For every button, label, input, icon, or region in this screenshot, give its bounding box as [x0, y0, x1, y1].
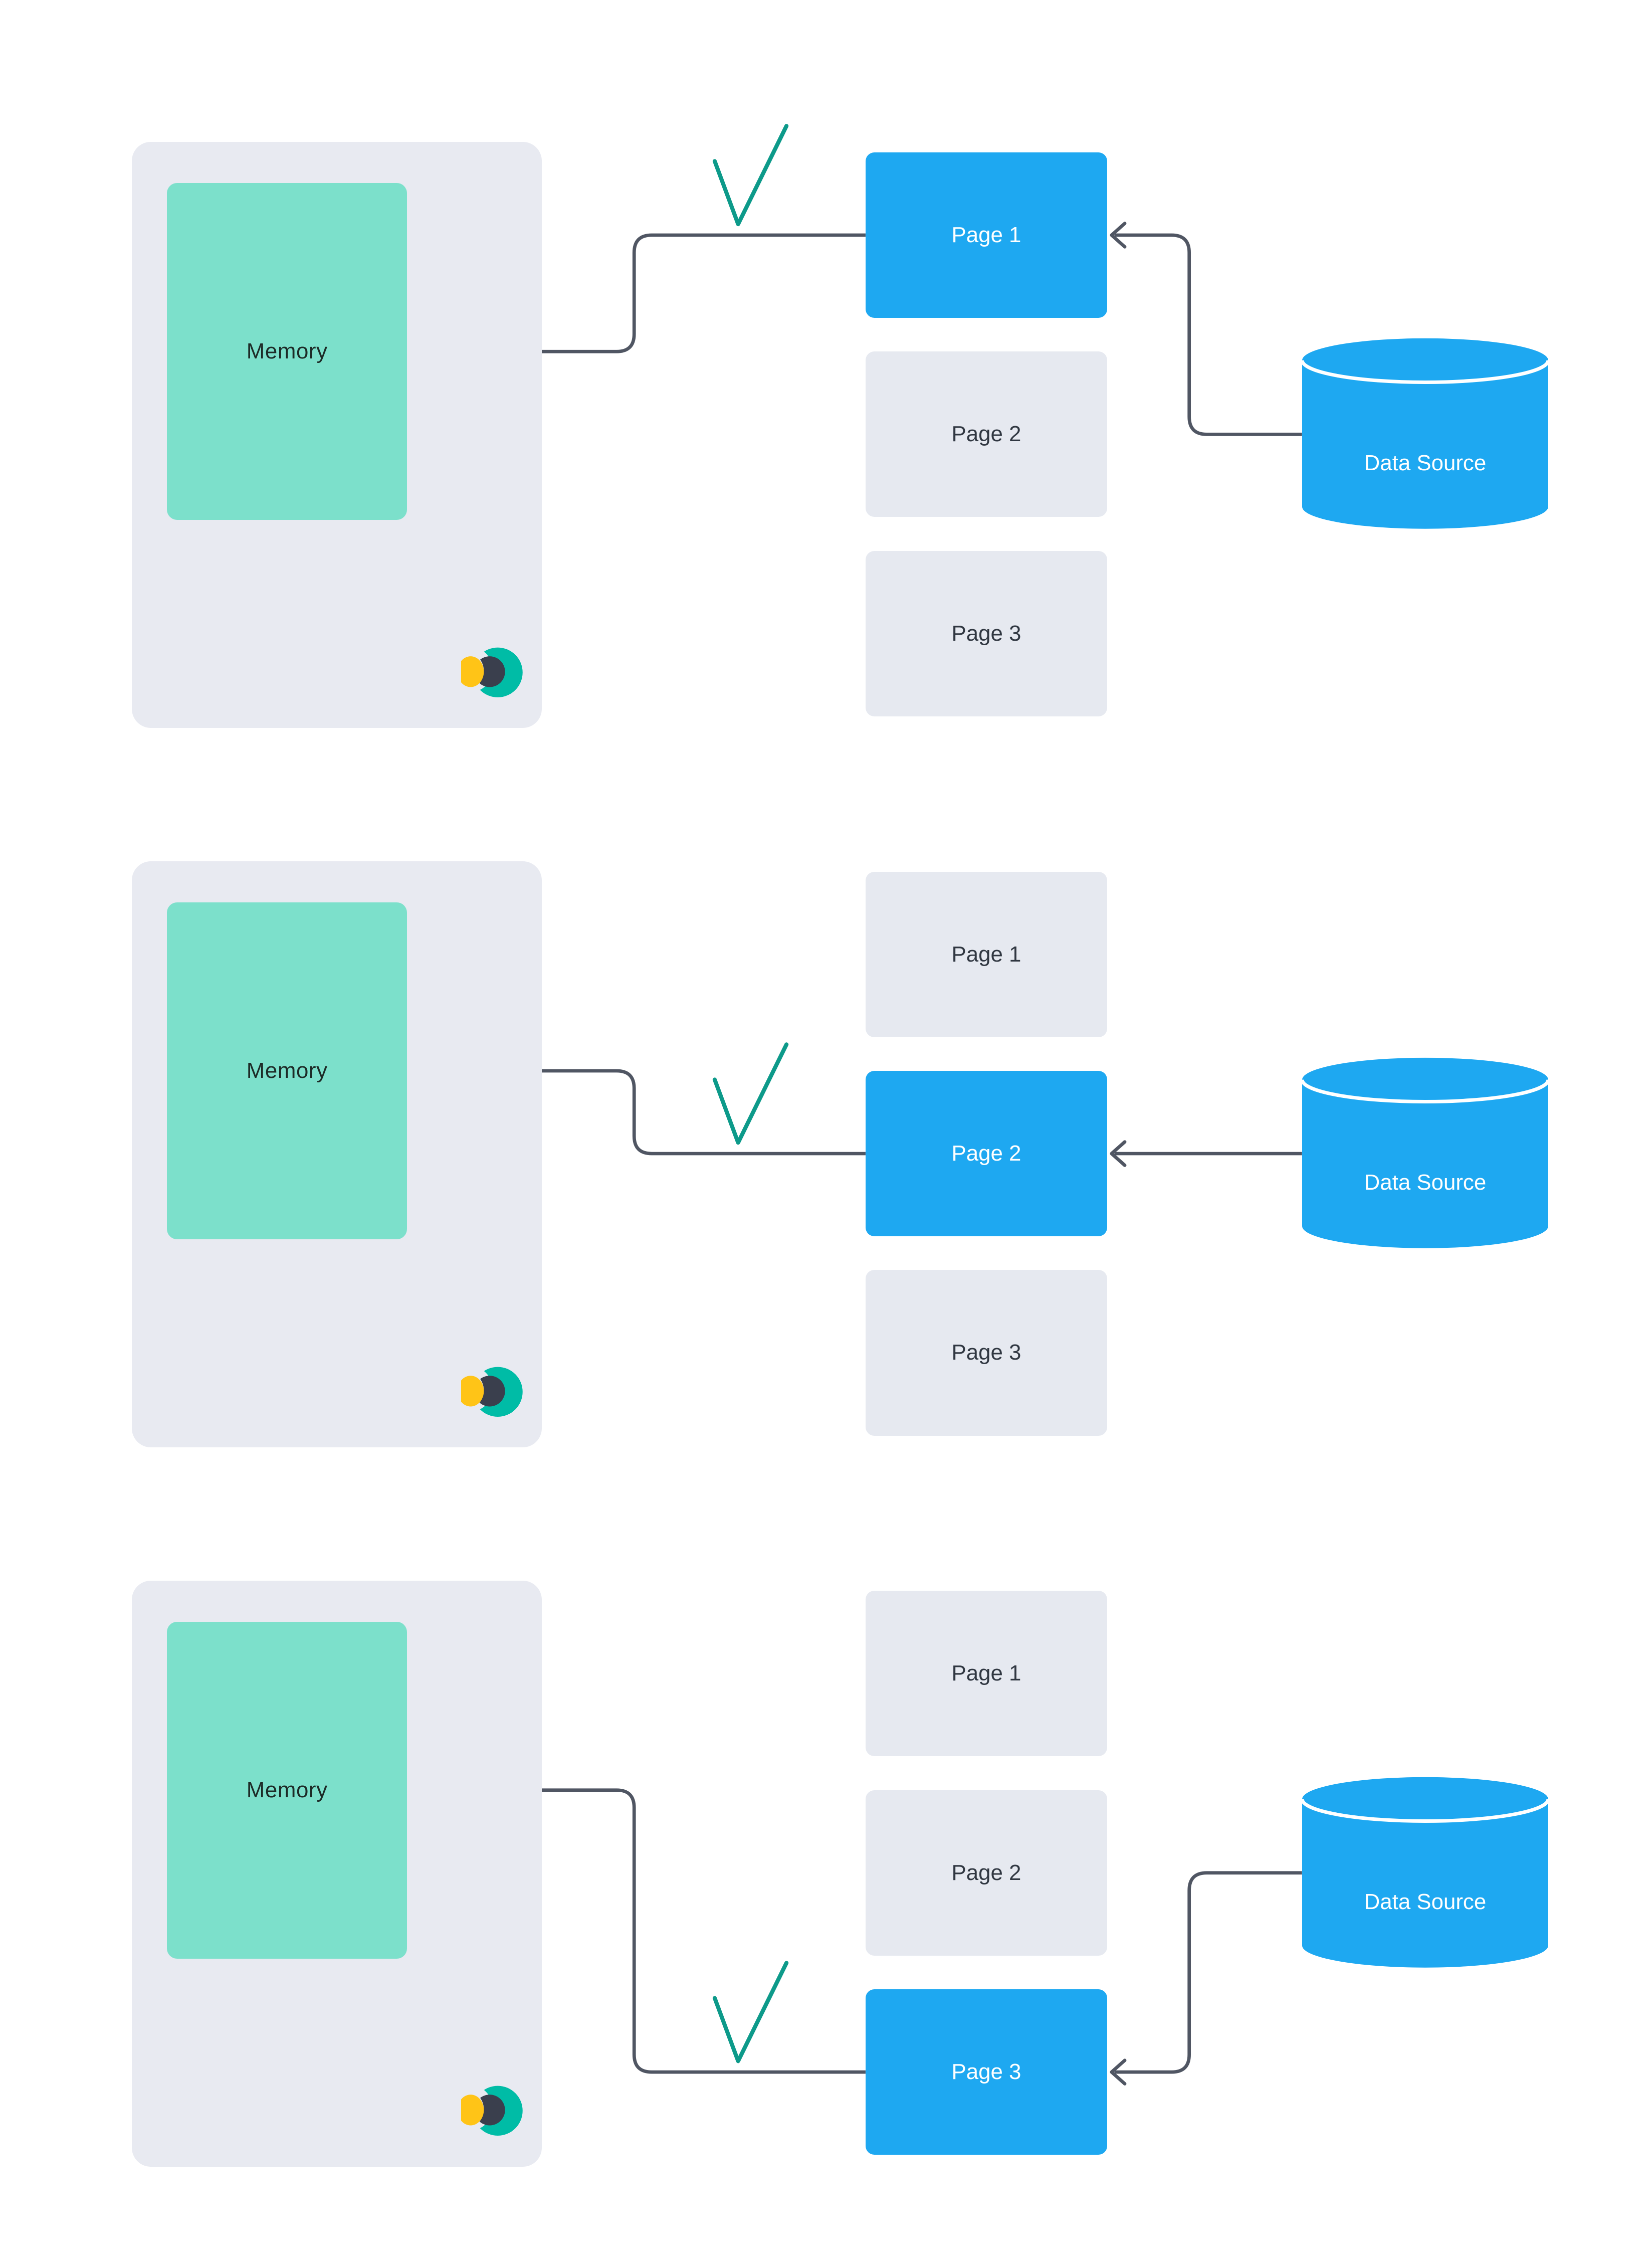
page-label: Page 2 — [951, 1860, 1021, 1885]
logo-yellow-circle — [461, 1375, 484, 1407]
memory-label: Memory — [246, 1058, 328, 1083]
page-box-2: Page 2 — [865, 351, 1108, 517]
memory-box: Memory — [167, 1621, 407, 1959]
data-source-cylinder: Data Source — [1300, 1774, 1550, 1971]
crescent-eclipse-logo-icon — [461, 2085, 523, 2136]
scenario-panel-2: Memory Page 1 Page 2 Page 3 Data Source — [0, 861, 1652, 1447]
data-source-cylinder: Data Source — [1300, 1055, 1550, 1251]
memory-container: Memory — [131, 1580, 542, 2167]
memory-label: Memory — [246, 1777, 328, 1802]
page-label: Page 2 — [951, 422, 1021, 447]
memory-label: Memory — [246, 339, 328, 364]
database-cylinder-icon: Data Source — [1300, 338, 1550, 529]
crescent-eclipse-logo-icon — [461, 1366, 523, 1417]
page-label: Page 2 — [951, 1141, 1021, 1166]
scenario-panel-3: Memory Page 1 Page 2 Page 3 Data Source — [0, 1580, 1652, 2167]
crescent-eclipse-logo-icon — [461, 647, 523, 697]
page-box-1: Page 1 — [865, 1591, 1108, 1757]
database-cylinder-icon: Data Source — [1300, 1057, 1550, 1248]
logo-yellow-circle — [461, 2095, 484, 2126]
cylinder-rim — [1300, 360, 1550, 385]
cylinder-rim — [1300, 1798, 1550, 1823]
page-label: Page 1 — [951, 941, 1021, 967]
memory-container: Memory — [131, 861, 542, 1447]
page-label: Page 1 — [951, 222, 1021, 247]
page-label: Page 3 — [951, 1340, 1021, 1365]
data-source-label: Data Source — [1364, 1170, 1486, 1195]
data-source-cylinder: Data Source — [1300, 335, 1550, 532]
page-label: Page 3 — [951, 621, 1021, 646]
logo-yellow-circle — [461, 656, 484, 687]
scenario-panel-1: Memory Page 1 Page 2 Page 3 Data Source — [0, 142, 1652, 728]
data-source-label: Data Source — [1364, 451, 1486, 475]
page-label: Page 1 — [951, 1661, 1021, 1686]
cylinder-body — [1302, 338, 1548, 529]
cylinder-rim — [1300, 1079, 1550, 1103]
page-box-3: Page 3 — [865, 1989, 1108, 2155]
page-label: Page 3 — [951, 2059, 1021, 2085]
cylinder-body — [1302, 1057, 1548, 1248]
memory-box: Memory — [167, 902, 407, 1239]
page-box-1: Page 1 — [865, 152, 1108, 318]
memory-box: Memory — [167, 183, 407, 520]
page-box-3: Page 3 — [865, 550, 1108, 716]
database-cylinder-icon: Data Source — [1300, 1777, 1550, 1968]
cylinder-body — [1302, 1777, 1548, 1968]
data-source-label: Data Source — [1364, 1889, 1486, 1914]
page-box-3: Page 3 — [865, 1270, 1108, 1436]
memory-container: Memory — [131, 142, 542, 728]
page-box-2: Page 2 — [865, 1070, 1108, 1237]
page-box-1: Page 1 — [865, 871, 1108, 1037]
page-box-2: Page 2 — [865, 1790, 1108, 1956]
